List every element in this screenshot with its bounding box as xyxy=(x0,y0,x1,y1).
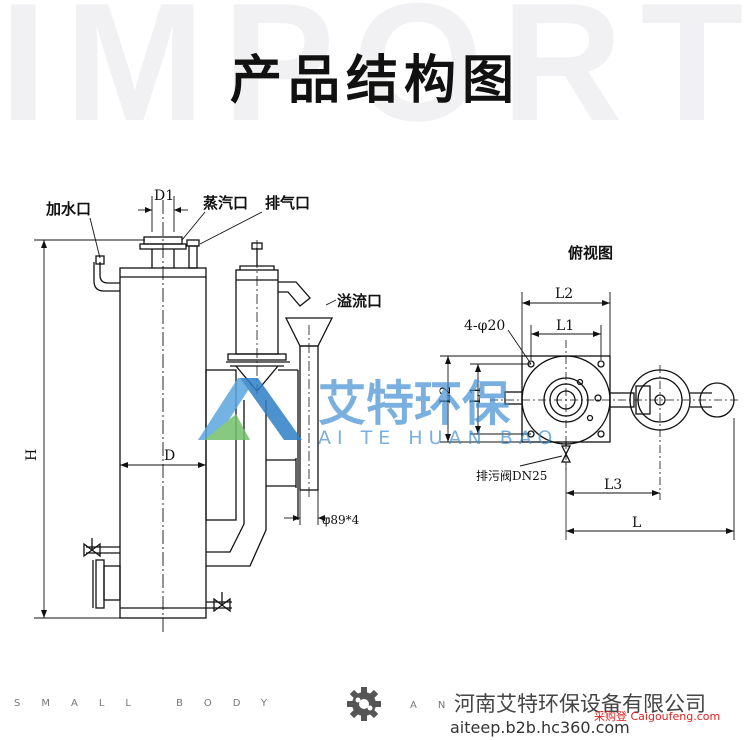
diameter-label: D xyxy=(164,448,175,464)
page-title: 产品结构图 xyxy=(229,51,520,111)
background-watermark: IMPORT xyxy=(0,0,750,156)
water-inlet-label: 加水口 xyxy=(45,200,91,218)
top-l1-label: L1 xyxy=(556,318,574,334)
top-view-title: 俯视图 xyxy=(568,244,613,262)
footer-slogan-right: AN xyxy=(410,700,467,711)
exhaust-outlet-label: 排气口 xyxy=(265,194,310,212)
drain-valve-label: 排污阀DN25 xyxy=(476,469,547,483)
pipe-spec-label: φ89*4 xyxy=(322,513,360,527)
holes-label: 4-φ20 xyxy=(464,318,505,334)
watermark-stamp: 采购登 Caigoufeng.com xyxy=(594,710,721,723)
logo-english-text: AI TE HUAN BAO xyxy=(318,427,558,449)
height-label: H xyxy=(24,449,40,461)
company-logo: 艾特环保 AI TE HUAN BAO xyxy=(198,376,558,449)
steam-outlet-label: 蒸汽口 xyxy=(203,194,248,212)
side-l2-label: L2 xyxy=(438,386,454,404)
side-l1-label: L1 xyxy=(468,386,484,404)
logo-chinese-text: 艾特环保 xyxy=(318,376,511,432)
company-name: 河南艾特环保设备有限公司 xyxy=(454,692,706,716)
d1-label: D1 xyxy=(154,188,174,204)
gear-icon xyxy=(347,687,381,721)
l-label: L xyxy=(632,515,641,531)
top-l2-label: L2 xyxy=(555,286,573,302)
website-url[interactable]: aiteep.b2b.hc360.com xyxy=(450,718,630,737)
footer-slogan-left: SMALL BODY xyxy=(14,698,288,709)
l3-label: L3 xyxy=(604,477,622,493)
overflow-outlet-label: 溢流口 xyxy=(337,292,382,310)
